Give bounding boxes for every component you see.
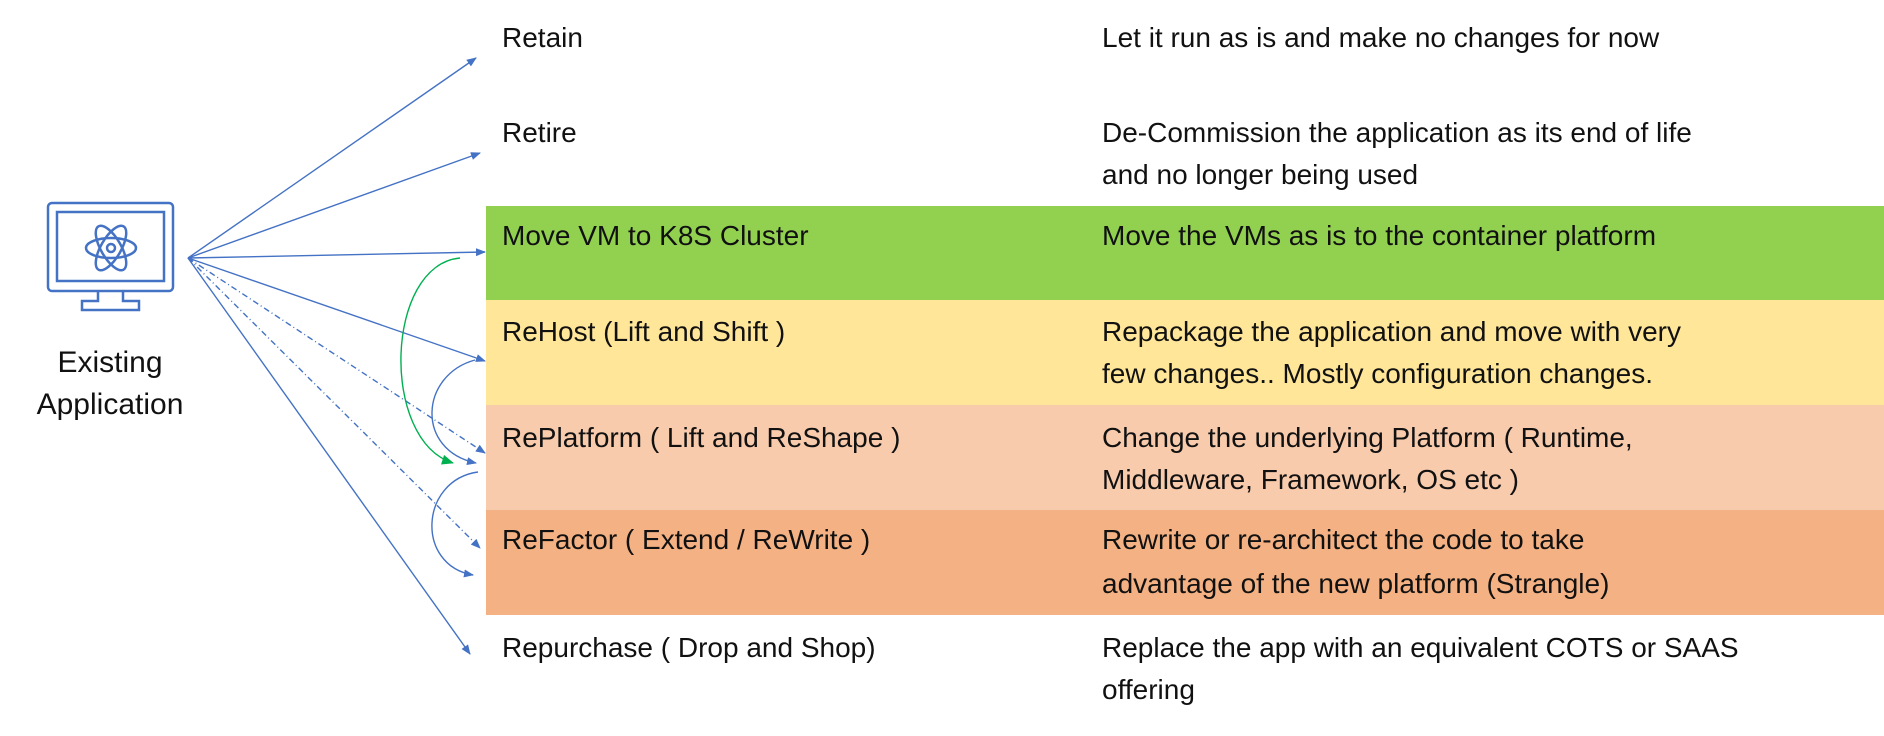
curve-move-vm-to-replatform — [400, 257, 461, 465]
band-replatform — [486, 405, 1884, 510]
option-label-retain: Retain — [502, 22, 583, 53]
option-desc-repurchase-1: Replace the app with an equivalent COTS … — [1102, 632, 1739, 663]
band-move-vm — [486, 206, 1884, 300]
arrow-repurchase — [187, 257, 471, 655]
source-label-line1: Existing — [57, 346, 163, 379]
arrow-refactor — [187, 257, 481, 549]
source-label-line2: Application — [36, 388, 184, 421]
arrow-retire — [187, 152, 481, 259]
option-label-move-vm: Move VM to K8S Cluster — [502, 220, 809, 251]
curve-replatform-to-refactor — [431, 471, 479, 578]
option-desc-retire-2: and no longer being used — [1102, 159, 1419, 190]
option-desc-rehost-1: Repackage the application and move with … — [1102, 316, 1682, 347]
arrow-replatform — [187, 257, 486, 454]
option-desc-retire-1: De-Commission the application as its end… — [1102, 117, 1692, 148]
option-label-rehost: ReHost (Lift and Shift ) — [502, 316, 786, 347]
option-label-refactor: ReFactor ( Extend / ReWrite ) — [502, 524, 871, 555]
arrow-move-vm — [187, 248, 486, 259]
option-desc-retain: Let it run as is and make no changes for… — [1102, 22, 1660, 53]
option-label-repurchase: Repurchase ( Drop and Shop) — [502, 632, 876, 663]
monitor-atom-icon — [46, 201, 175, 312]
option-label-retire: Retire — [502, 117, 577, 148]
option-desc-rehost-2: few changes.. Mostly configuration chang… — [1102, 358, 1653, 389]
option-desc-replatform-2: Middleware, Framework, OS etc ) — [1102, 464, 1519, 495]
option-desc-repurchase-2: offering — [1102, 674, 1195, 705]
arrow-rehost — [187, 257, 486, 362]
curve-rehost-to-replatform — [431, 359, 477, 466]
option-desc-refactor-1: Rewrite or re-architect the code to take — [1102, 524, 1585, 555]
source-label: Existing Application — [0, 342, 220, 426]
option-desc-refactor-2: advantage of the new platform (Strangle) — [1102, 568, 1610, 599]
band-rehost — [486, 300, 1884, 405]
option-label-replatform: RePlatform ( Lift and ReShape ) — [502, 422, 901, 453]
option-desc-replatform-1: Change the underlying Platform ( Runtime… — [1102, 422, 1633, 453]
arrow-retain — [187, 57, 477, 259]
band-refactor — [486, 510, 1884, 615]
option-desc-move-vm: Move the VMs as is to the container plat… — [1102, 220, 1657, 251]
